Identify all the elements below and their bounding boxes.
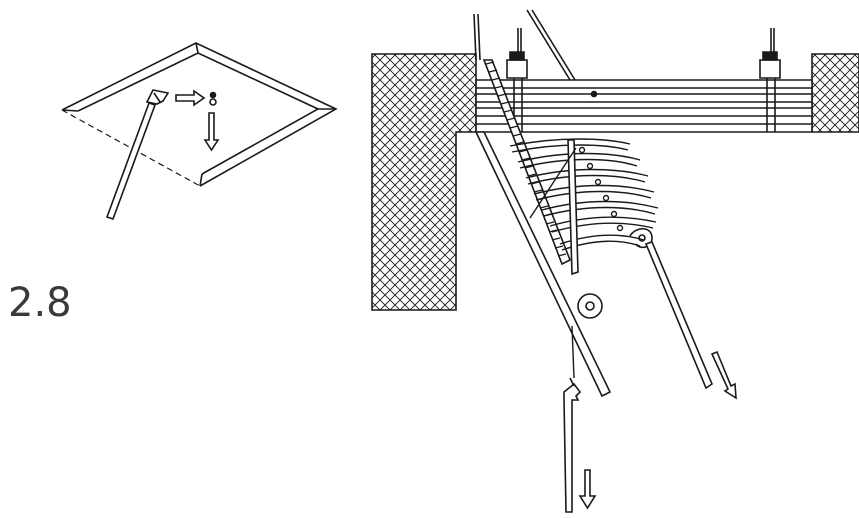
down-right-arrow-icon xyxy=(712,352,736,398)
inset-hatch-opening xyxy=(62,43,336,219)
ladder-section xyxy=(372,10,859,512)
spring-icon xyxy=(484,60,570,264)
support-arm xyxy=(568,140,578,274)
pole-icon xyxy=(107,90,168,219)
mounting-bracket-right xyxy=(760,28,780,132)
right-arrow-icon xyxy=(176,91,204,105)
step-number: 2.8 xyxy=(8,280,72,326)
latch-ring-icon xyxy=(210,93,216,106)
hatch-board xyxy=(476,132,610,396)
hatch-dashed-edge xyxy=(62,110,200,186)
down-arrow-icon xyxy=(205,113,218,150)
hatch-frame-inner xyxy=(78,53,318,174)
masonry-left xyxy=(372,54,476,310)
lower-pole-icon xyxy=(564,378,580,512)
ladder-hook-icon xyxy=(630,229,652,248)
masonry-right xyxy=(812,54,859,132)
ladder-pole xyxy=(646,242,712,388)
folded-ladder-sections xyxy=(510,139,658,250)
hatch-frame-outer xyxy=(62,43,336,186)
down-arrow-icon xyxy=(580,470,595,508)
hinge-wheel-icon xyxy=(578,294,602,318)
ceiling-frame xyxy=(476,80,812,132)
